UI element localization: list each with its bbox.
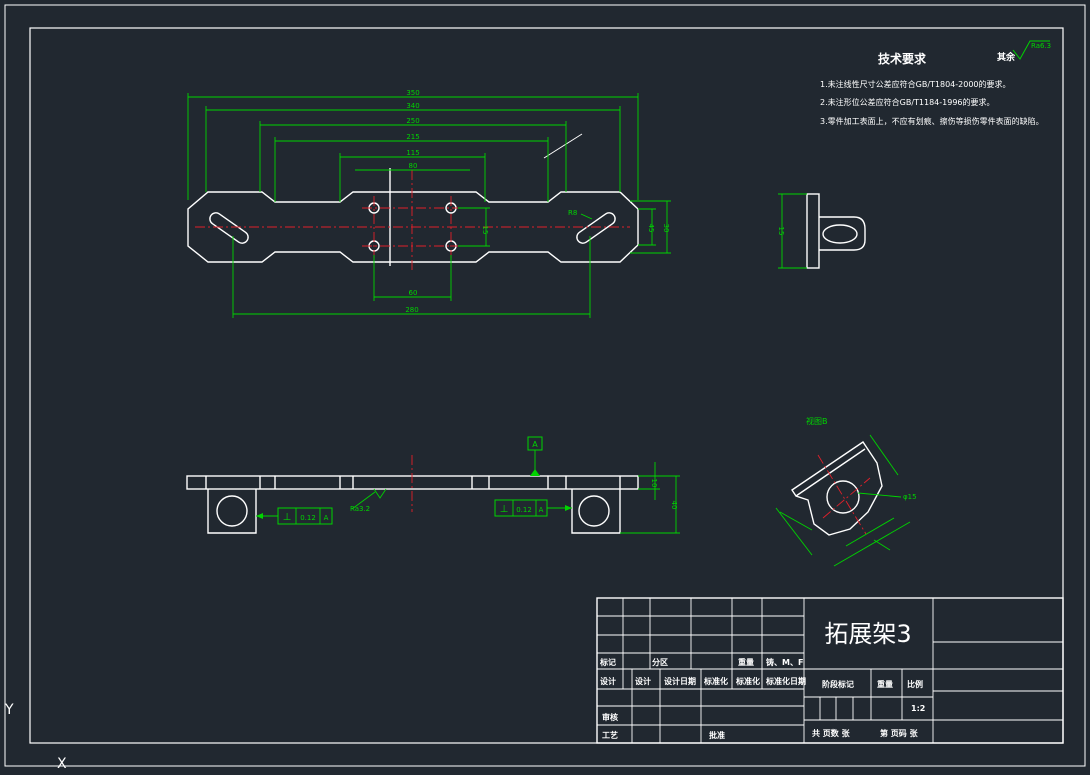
ucs-y-label: Y bbox=[4, 702, 14, 718]
detail-plate-edge bbox=[795, 448, 866, 497]
detail-outline bbox=[791, 441, 883, 536]
datum-label: A bbox=[532, 440, 538, 449]
tb-process: 工艺 bbox=[602, 730, 618, 740]
tol-frame-right[interactable]: ⊥ 0.12 A bbox=[494, 499, 572, 517]
front-lug-right-hole bbox=[578, 495, 610, 527]
tol-left-datum: A bbox=[324, 514, 329, 522]
centerlines bbox=[195, 170, 630, 272]
front-plate-segments bbox=[205, 476, 621, 489]
front-plate bbox=[186, 475, 639, 490]
tol-right-symbol: ⊥ bbox=[500, 504, 509, 515]
tb-std: 标准化 bbox=[703, 676, 728, 686]
front-roughness: Ra3.2 bbox=[350, 505, 370, 513]
dim-350: 350 bbox=[406, 89, 419, 97]
tb-material: 铸、M、F bbox=[766, 657, 803, 667]
tb-design: 设计 bbox=[600, 676, 616, 686]
tb-scale: 比例 bbox=[907, 679, 923, 689]
tech-item-2: 2.未注形位公差应符合GB/T1184-1996的要求。 bbox=[820, 97, 995, 107]
outer-border bbox=[4, 4, 1086, 767]
side-plate bbox=[806, 193, 820, 269]
tb-std-date: 标准化日期 bbox=[765, 676, 806, 686]
tb-stage: 阶段标记 bbox=[822, 679, 854, 689]
dim-115: 115 bbox=[406, 149, 419, 157]
tb-page: 第 页码 张 bbox=[880, 728, 919, 738]
surface-note-label: 其余 bbox=[997, 51, 1016, 63]
datum-triangle bbox=[530, 469, 540, 476]
dim-15: 15 bbox=[481, 226, 489, 235]
ucs-x-label: X bbox=[57, 756, 67, 771]
tb-design2: 设计 bbox=[635, 676, 651, 686]
dim-60: 60 bbox=[409, 289, 418, 297]
tol-left-symbol: ⊥ bbox=[283, 512, 292, 523]
tol-frame-left[interactable]: ⊥ 0.12 A bbox=[256, 507, 333, 525]
slot-right bbox=[576, 212, 616, 244]
tol-left-value: 0.12 bbox=[300, 514, 316, 522]
roughness-symbol bbox=[373, 488, 387, 499]
detail-label: 视图B bbox=[806, 416, 828, 426]
side-dim: 15 bbox=[777, 227, 785, 236]
tech-item-3: 3.零件加工表面上，不应有划痕、擦伤等损伤零件表面的缺陷。 bbox=[820, 116, 1044, 126]
tb-approve: 批准 bbox=[709, 730, 725, 740]
tb-weight-mark: 重量 bbox=[738, 657, 754, 667]
dim-80: 80 bbox=[409, 162, 418, 170]
front-lug-right bbox=[571, 489, 621, 534]
dimension-lines bbox=[187, 93, 671, 318]
top-view-outline bbox=[187, 191, 639, 263]
dim-215: 215 bbox=[406, 133, 419, 141]
drawing-title: 拓展架3 bbox=[824, 620, 911, 648]
front-lug-left bbox=[207, 489, 257, 534]
surface-note: 其余 Ra6.3 bbox=[997, 40, 1051, 63]
tb-std2: 标准化 bbox=[735, 676, 760, 686]
detail-hole bbox=[826, 480, 860, 514]
ucs-icon: Y X bbox=[4, 702, 67, 772]
detail-dim: φ15 bbox=[903, 493, 917, 501]
surface-symbol bbox=[1012, 40, 1050, 60]
dim-r8: R8 bbox=[568, 209, 577, 217]
dim-30: 30 bbox=[662, 224, 670, 233]
side-ear bbox=[819, 216, 866, 251]
title-block[interactable]: 拓展架3 标记 分区 重量 铸、M、F 设计 设计 设计日期 标准化 标准化 标… bbox=[596, 597, 1064, 744]
drawing-frame bbox=[29, 27, 1064, 744]
tb-review: 审核 bbox=[602, 712, 618, 722]
tech-requirements: 技术要求 1.未注线性尺寸公差应符合GB/T1804-2000的要求。 2.未注… bbox=[820, 51, 1044, 126]
surface-note-value: Ra6.3 bbox=[1031, 42, 1051, 50]
tol-right-datum: A bbox=[539, 506, 544, 514]
tb-sheet: 共 页数 张 bbox=[812, 728, 851, 738]
front-lug-left-hole bbox=[216, 495, 248, 527]
dim-250: 250 bbox=[406, 117, 419, 125]
side-hole bbox=[822, 224, 858, 244]
front-dim-a: 10 bbox=[650, 479, 658, 488]
detail-view[interactable]: 视图B φ15 bbox=[775, 416, 917, 567]
dim-340: 340 bbox=[406, 102, 419, 110]
slot-left bbox=[209, 212, 249, 244]
tol-right-value: 0.12 bbox=[516, 506, 532, 514]
dim-280: 280 bbox=[405, 306, 418, 314]
front-dim-b: 40 bbox=[670, 501, 678, 510]
front-view[interactable]: A Ra3.2 ⊥ 0.12 A ⊥ 0.12 A bbox=[186, 436, 680, 534]
tb-mark: 标记 bbox=[599, 657, 616, 667]
top-view[interactable]: 350 340 250 215 115 80 60 280 R8 15 45 3… bbox=[187, 89, 671, 318]
dim-45: 45 bbox=[647, 224, 655, 233]
leader-line bbox=[543, 133, 583, 159]
tech-item-1: 1.未注线性尺寸公差应符合GB/T1804-2000的要求。 bbox=[820, 79, 1011, 89]
tech-heading: 技术要求 bbox=[878, 51, 927, 66]
tb-zone: 分区 bbox=[652, 657, 668, 667]
side-view[interactable]: 15 bbox=[777, 193, 866, 269]
tb-date: 设计日期 bbox=[664, 676, 696, 686]
tb-weight: 重量 bbox=[877, 679, 893, 689]
tb-scale-value: 1:2 bbox=[911, 704, 925, 713]
detail-centerline-a bbox=[817, 454, 867, 535]
